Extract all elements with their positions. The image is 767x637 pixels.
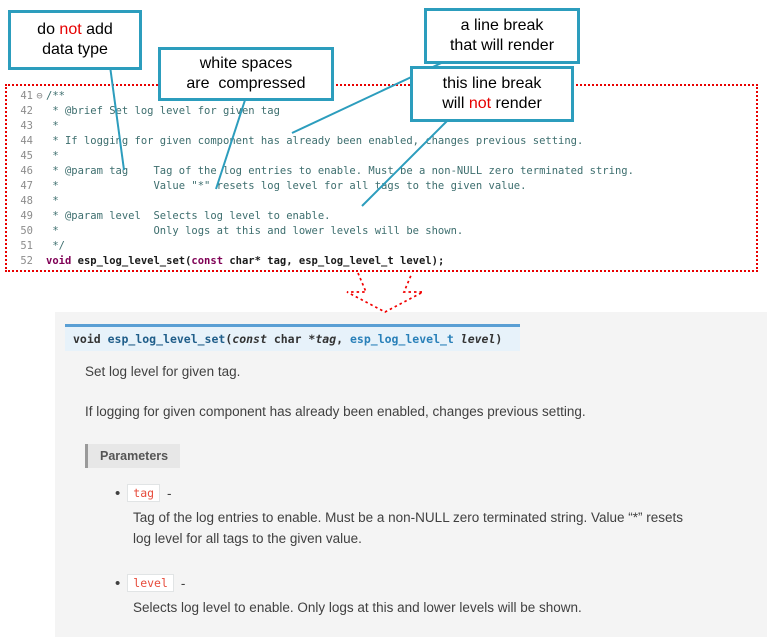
line-number: 49	[20, 210, 33, 222]
code-line: 50 * Only logs at this and lower levels …	[13, 224, 756, 239]
function-name: esp_log_level_set	[100, 332, 226, 346]
code-text: esp_log_level_set(	[71, 255, 192, 267]
callout-text: are compressed	[186, 75, 306, 92]
render-arrow-icon	[346, 272, 424, 313]
callout-text: that will render	[449, 37, 555, 54]
code-line: 45 *	[13, 149, 756, 164]
callout-text: a line break	[460, 17, 544, 34]
callout-text: this line break	[442, 75, 542, 92]
code-line: 46 * @param tag Tag of the log entries t…	[13, 164, 756, 179]
callout-no-datatype: do not add data type	[8, 10, 142, 70]
param-name: tag	[315, 332, 337, 346]
dash: -	[180, 575, 186, 591]
code-text: *	[46, 195, 59, 207]
callout-text: white spaces	[199, 55, 293, 72]
param-description: Selects log level to enable. Only logs a…	[133, 600, 582, 615]
inline-code-chip: level	[127, 574, 174, 592]
code-text: *	[46, 150, 59, 162]
line-number: 44	[20, 135, 33, 147]
function-signature: void esp_log_level_set(const char *tag, …	[65, 324, 520, 351]
code-line: 48 *	[13, 194, 756, 209]
paren: )	[495, 332, 503, 346]
line-number: 46	[20, 165, 33, 177]
rendered-docs-panel: void esp_log_level_set(const char *tag, …	[55, 312, 767, 637]
bullet-icon: •	[115, 574, 121, 592]
parameters-label: Parameters	[85, 444, 181, 468]
code-text: char* tag, esp_log_level_t level);	[223, 255, 445, 267]
code-text: *	[46, 120, 59, 132]
callout-linebreak-render: a line break that will render	[424, 8, 580, 64]
code-text: * If logging for given component has alr…	[46, 135, 584, 147]
param-name: level	[453, 332, 496, 346]
line-number: 42	[20, 105, 33, 117]
line-number: 51	[20, 240, 33, 252]
param-type-link: esp_log_level_t	[350, 332, 454, 346]
doc-brief-paragraph: Set log level for given tag.	[85, 364, 241, 379]
code-text: * @brief Set log level for given tag	[46, 105, 280, 117]
code-line: 43 *	[13, 119, 756, 134]
param-type: char *	[266, 332, 316, 346]
param-list-item-level: • level -	[115, 574, 185, 592]
dash: -	[167, 485, 172, 501]
line-number: 52	[20, 255, 33, 267]
comma: ,	[336, 332, 350, 346]
collapse-icon: ⊖	[36, 90, 43, 102]
code-text: * @param tag Tag of the log entries to e…	[46, 165, 634, 177]
code-text: * Value "*" resets log level for all tag…	[46, 180, 527, 192]
code-line: 51 */	[13, 239, 756, 254]
line-number: 47	[20, 180, 33, 192]
code-line: 44 * If logging for given component has …	[13, 134, 756, 149]
keyword-const: const	[232, 332, 267, 346]
line-number: 43	[20, 120, 33, 132]
callout-text: do not add	[37, 21, 113, 38]
code-line-declaration: 52 void esp_log_level_set(const char* tag…	[13, 254, 756, 269]
code-text: /**	[46, 90, 65, 102]
paren: (	[225, 332, 233, 346]
keyword: const	[191, 255, 224, 267]
code-text: * @param level Selects log level to enab…	[46, 210, 331, 222]
line-number: 50	[20, 225, 33, 237]
code-text: * Only logs at this and lower levels wil…	[46, 225, 464, 237]
keyword-void: void	[73, 332, 101, 346]
keyword: void	[46, 255, 72, 267]
code-line: 41⊖/**	[13, 89, 756, 104]
callout-linebreak-no-render: this line break will not render	[410, 66, 574, 122]
code-line: 49 * @param level Selects log level to e…	[13, 209, 756, 224]
line-number: 48	[20, 195, 33, 207]
code-editor-block: 41⊖/** 42 * @brief Set log level for giv…	[5, 84, 758, 272]
bullet-icon: •	[115, 484, 121, 502]
code-text: */	[46, 240, 65, 252]
param-description: Tag of the log entries to enable. Must b…	[133, 510, 684, 546]
code-line: 42 * @brief Set log level for given tag	[13, 104, 756, 119]
line-number: 45	[20, 150, 33, 162]
callout-text: will not render	[442, 95, 542, 112]
code-line: 47 * Value "*" resets log level for all …	[13, 179, 756, 194]
doc-detail-paragraph: If logging for given component has alrea…	[85, 404, 586, 419]
callout-whitespace: white spaces are compressed	[158, 47, 334, 101]
param-list-item-tag: • tag -	[115, 484, 172, 502]
callout-text: data type	[42, 41, 108, 58]
line-number: 41	[20, 90, 33, 102]
inline-code-chip: tag	[127, 484, 161, 502]
